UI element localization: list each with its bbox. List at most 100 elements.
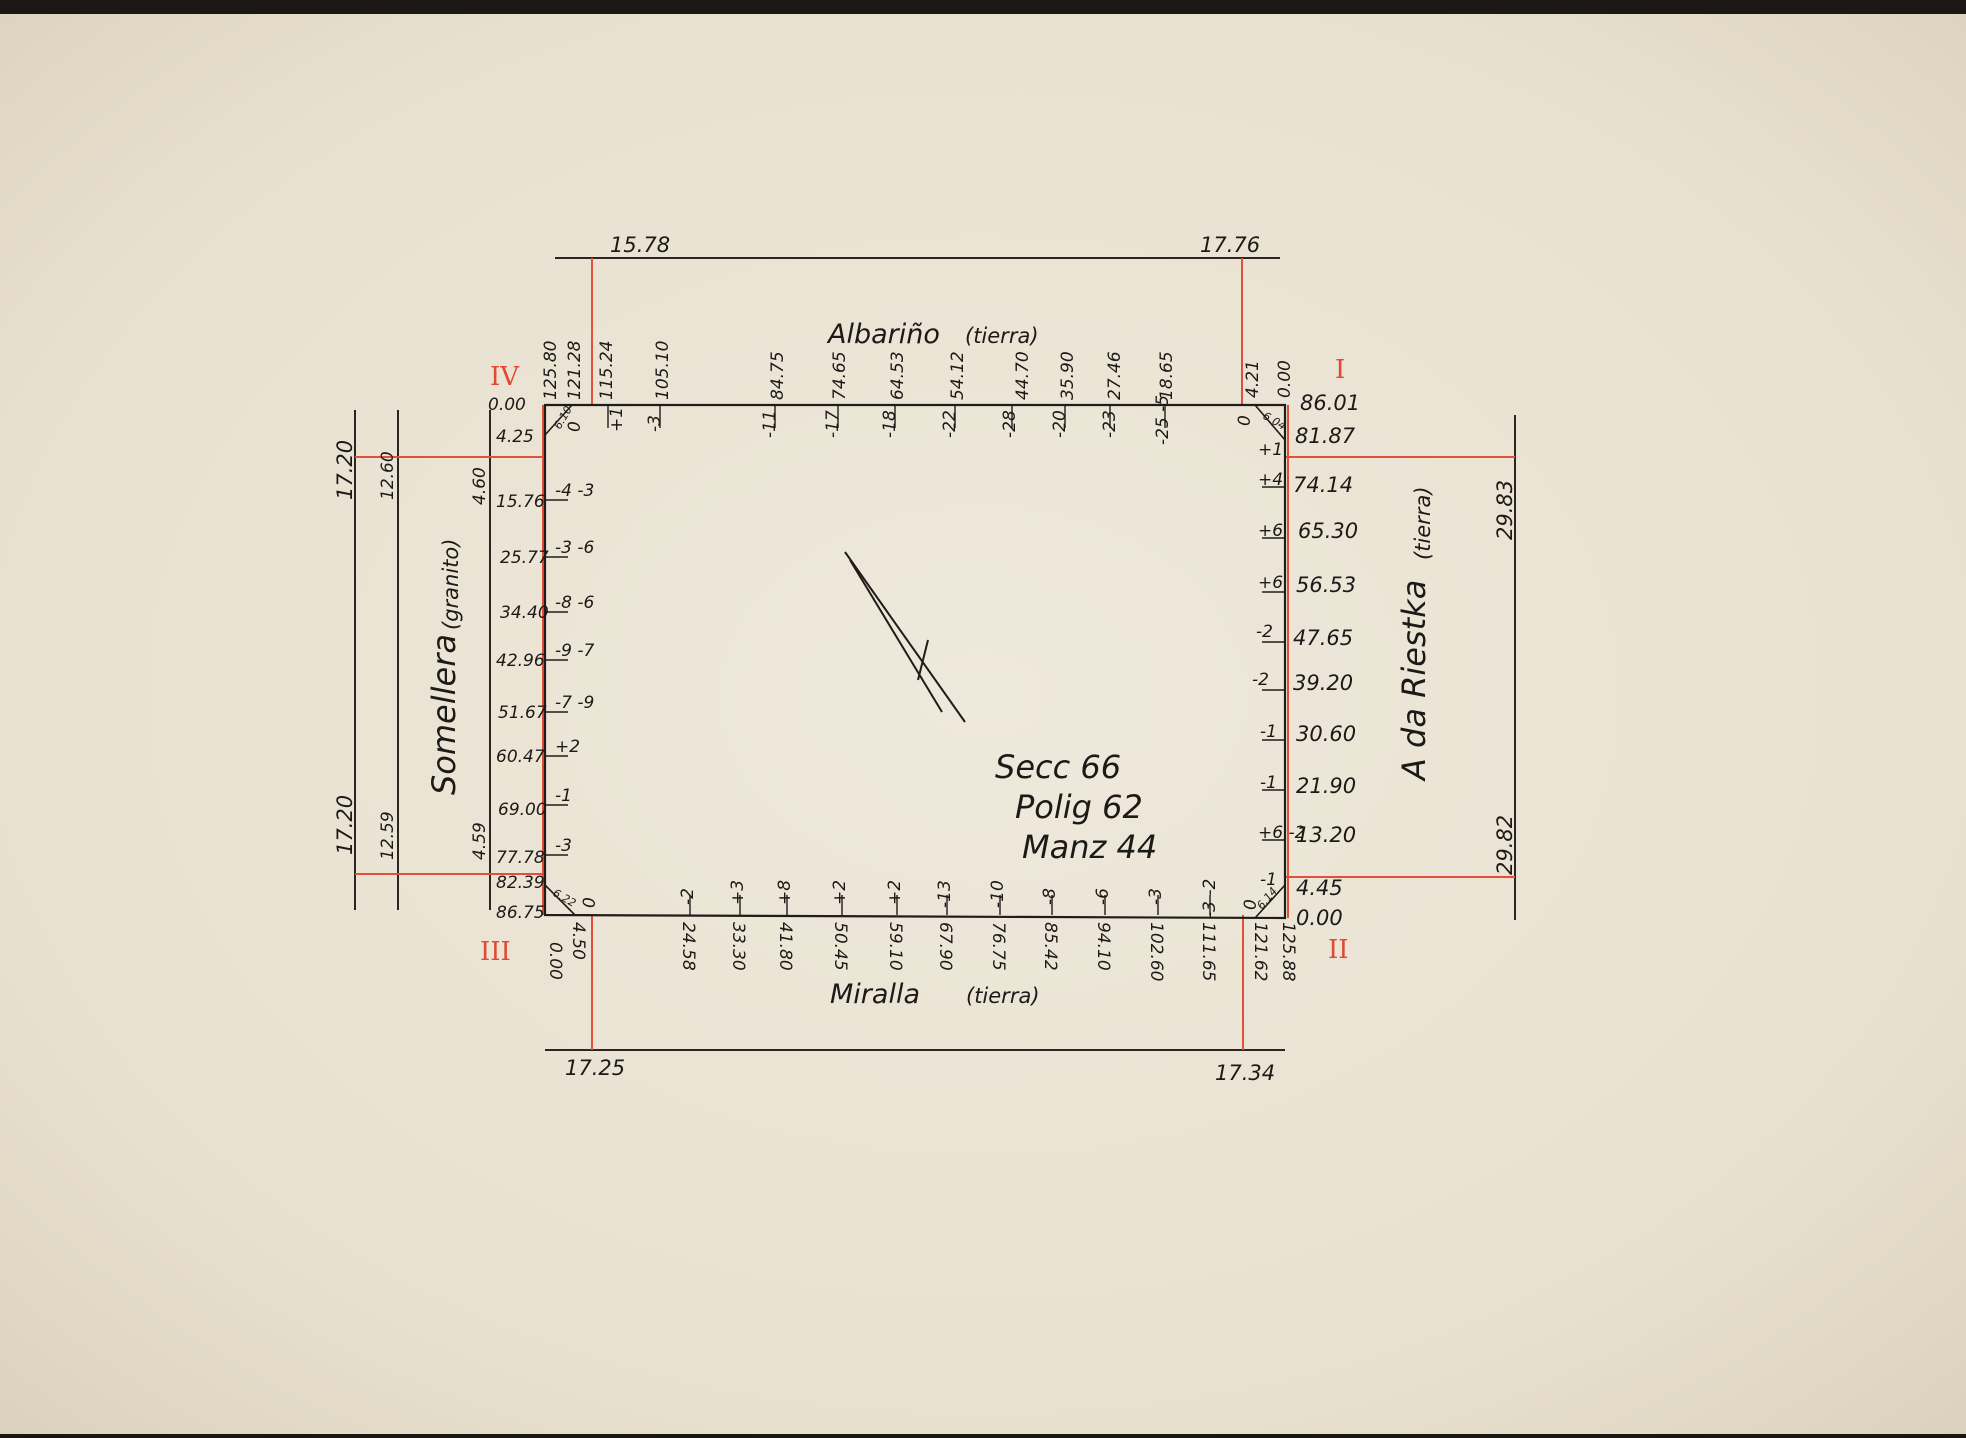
- north-chain-3: 105.10: [653, 341, 673, 400]
- east-offset-8: +6 -2: [1258, 823, 1305, 843]
- west-chain-8: 69.00: [498, 800, 547, 820]
- north-offset-2: -3: [645, 415, 665, 432]
- plot-boundary: [543, 403, 1287, 920]
- south-chain-14: 125.88: [1278, 922, 1298, 982]
- west-offset-5: +2: [555, 737, 580, 757]
- west-offset-6: -1: [555, 786, 572, 806]
- north-neighbor-type: (tierra): [965, 324, 1039, 348]
- south-offset-0: 0: [580, 897, 600, 908]
- outer-left-top-dist: 17.20: [333, 440, 357, 500]
- east-chain-9: 13.20: [1296, 823, 1356, 847]
- west-chainage: 0.00 4.25 15.76 25.77 34.40 42.96 51.67 …: [488, 395, 549, 923]
- south-chain-10: 94.10: [1093, 922, 1113, 971]
- west-chain-11: 86.75: [496, 903, 545, 923]
- west-offset-4: -7 -9: [555, 693, 594, 713]
- south-chain-2: 24.58: [678, 922, 698, 971]
- north-offset-4: -17: [823, 410, 843, 438]
- east-chainage: 86.01 81.87 74.14 65.30 56.53 47.65 39.2…: [1293, 391, 1360, 930]
- north-offset-11: 0: [1235, 415, 1255, 426]
- north-offset-3: -11: [760, 410, 780, 438]
- outer-left-bottom-dist: 17.20: [333, 795, 357, 855]
- east-chain-1: 81.87: [1295, 424, 1356, 448]
- polygon-number: Polig 62: [1015, 788, 1143, 826]
- south-offsets: 0 -2 +3 +8 +2 +2 -13 -10 -8 -6 -3 -3 -2 …: [580, 879, 1261, 918]
- outer-top-left-dist: 15.78: [610, 233, 670, 257]
- south-offset-2: +3: [728, 880, 748, 905]
- south-offset-4: +2: [830, 880, 850, 905]
- north-offset-10: -25 -5: [1153, 395, 1173, 445]
- south-chain-12: 111.65: [1198, 922, 1218, 981]
- south-chain-5: 50.45: [830, 922, 850, 971]
- south-chain-11: 102.60: [1146, 922, 1166, 981]
- north-chain-9: 35.90: [1058, 351, 1078, 400]
- north-chain-7: 54.12: [948, 351, 968, 400]
- outer-left-top-mid: 4.60: [470, 467, 490, 505]
- north-offset-6: -22: [940, 410, 960, 438]
- section-number: Secc 66: [995, 748, 1121, 786]
- outer-top-right-dist: 17.76: [1200, 233, 1260, 257]
- south-neighbor-type: (tierra): [966, 984, 1040, 1008]
- east-offset-9: -1: [1260, 870, 1277, 890]
- west-chain-1: 4.25: [496, 427, 534, 447]
- south-chain-0: 0.00: [545, 942, 565, 980]
- outer-left-bottom-mid: 4.59: [470, 822, 490, 860]
- north-offset-9: -23: [1100, 410, 1120, 438]
- east-chain-3: 65.30: [1298, 519, 1358, 543]
- east-offset-6: -1: [1260, 722, 1277, 742]
- west-chain-4: 34.40: [500, 603, 549, 623]
- west-offsets: -4 -3 -3 -6 -8 -6 -9 -7 -7 -9 +2 -1 -3: [555, 481, 594, 856]
- east-offset-7: -1: [1260, 773, 1277, 793]
- outer-bottom-right-dist: 17.34: [1215, 1061, 1275, 1085]
- outer-left-bottom-inner: 12.59: [378, 811, 398, 860]
- west-neighbor-label: Somellera: [425, 634, 463, 795]
- east-offset-2: +6: [1258, 521, 1283, 541]
- south-offset-9: -6: [1093, 888, 1113, 905]
- north-chainage: 125.80 121.28 115.24 105.10 84.75 74.65 …: [541, 340, 1295, 400]
- corner-diag-se: [1254, 884, 1286, 919]
- west-chain-2: 15.76: [496, 492, 545, 512]
- north-chain-0: 125.80: [541, 341, 561, 400]
- south-chain-13: 121.62: [1250, 922, 1270, 981]
- south-chain-7: 67.90: [935, 922, 955, 971]
- south-chain-6: 59.10: [885, 922, 905, 971]
- west-offset-1: -3 -6: [555, 538, 594, 558]
- south-offset-3: +8: [775, 880, 795, 905]
- north-chain-8: 44.70: [1013, 351, 1033, 400]
- south-offset-10: -3: [1146, 888, 1166, 905]
- east-chain-11: 0.00: [1296, 906, 1343, 930]
- east-offset-5: -2: [1252, 670, 1269, 690]
- corner-IV-label: IV: [490, 362, 520, 392]
- paper-background: [0, 14, 1966, 1434]
- south-chain-9: 85.42: [1040, 922, 1060, 971]
- north-neighbor-label: Albariño: [826, 319, 940, 350]
- south-offset-11: -3 -2: [1200, 879, 1220, 918]
- east-offset-1: +4: [1258, 470, 1283, 490]
- north-offset-7: -28: [1000, 410, 1020, 438]
- east-offsets: +1 +4 +6 +6 -2 -2 -1 -1 +6 -2 -1: [1252, 440, 1305, 890]
- south-offset-1: -2: [678, 888, 698, 905]
- outer-bottom-left-dist: 17.25: [565, 1056, 625, 1080]
- west-offset-0: -4 -3: [555, 481, 594, 501]
- west-chain-3: 25.77: [500, 548, 549, 568]
- north-offsets: 0 +1 -3 -11 -17 -18 -22 -28 -20 -23 -25 …: [565, 395, 1255, 445]
- block-number: Manz 44: [1022, 828, 1157, 866]
- north-offset-5: -18: [880, 410, 900, 438]
- south-offset-6: -13: [935, 880, 955, 908]
- east-chain-0: 86.01: [1300, 391, 1360, 415]
- north-chain-10: 27.46: [1105, 351, 1125, 400]
- east-chain-8: 21.90: [1296, 774, 1356, 798]
- north-chain-11: 18.65: [1157, 351, 1177, 400]
- south-chain-8: 76.75: [988, 922, 1008, 971]
- west-chain-6: 51.67: [498, 703, 547, 723]
- west-offset-7: -3: [555, 836, 572, 856]
- north-arrow-icon: [844, 551, 966, 723]
- east-neighbor-label: A da Riestka: [1395, 580, 1433, 782]
- east-chain-4: 56.53: [1296, 573, 1356, 597]
- corner-I-label: I: [1335, 355, 1345, 385]
- corner-diag-sw: [544, 884, 576, 916]
- west-chain-5: 42.96: [496, 651, 545, 671]
- outer-left-top-inner: 12.60: [378, 451, 398, 500]
- north-chain-12: 4.21: [1243, 360, 1263, 398]
- east-chain-5: 47.65: [1293, 626, 1353, 650]
